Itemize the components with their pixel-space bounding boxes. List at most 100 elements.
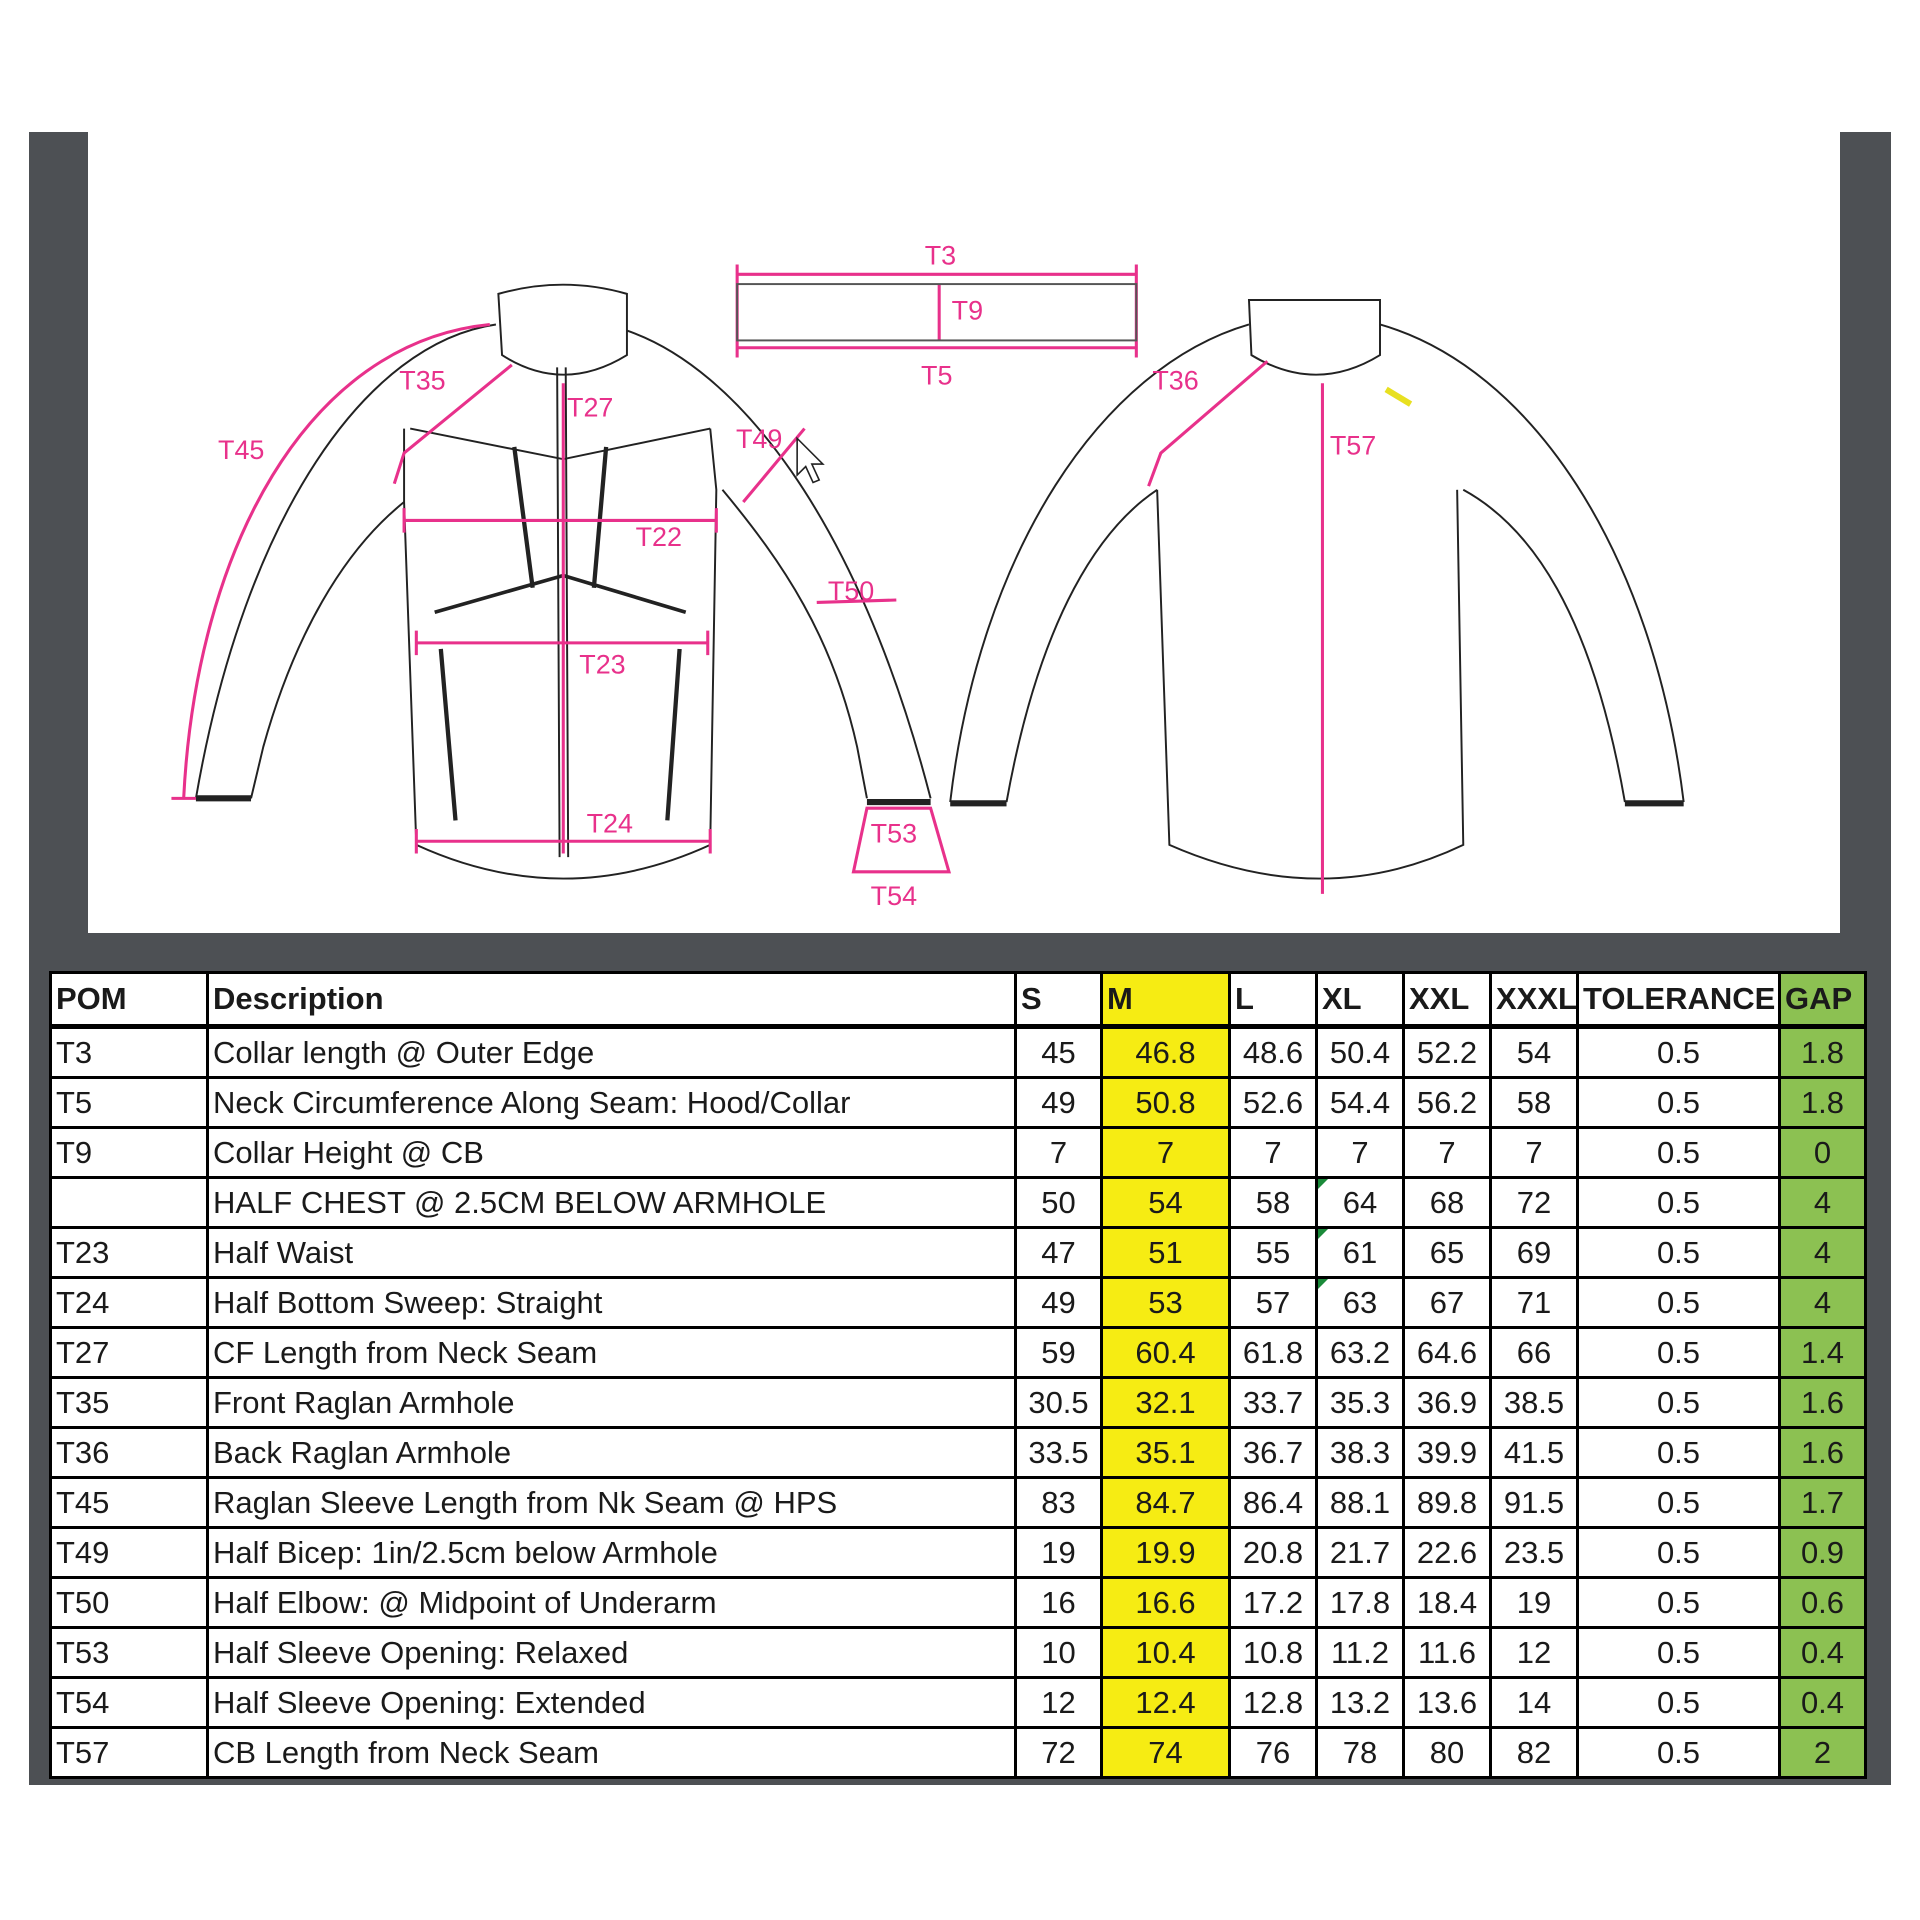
cell-xxl: 52.2 bbox=[1402, 1025, 1492, 1079]
cell-tolerance: 0.5 bbox=[1576, 1076, 1781, 1129]
cell-xxxl: 66 bbox=[1489, 1326, 1579, 1379]
cell-xxl: 22.6 bbox=[1402, 1526, 1492, 1579]
cell-pom: T49 bbox=[49, 1526, 209, 1579]
cell-m: 7 bbox=[1100, 1126, 1231, 1179]
cell-pom: T53 bbox=[49, 1626, 209, 1679]
cell-xxl: 18.4 bbox=[1402, 1576, 1492, 1629]
cell-xxxl: 54 bbox=[1489, 1025, 1579, 1079]
cell-tolerance: 0.5 bbox=[1576, 1426, 1781, 1479]
cell-tolerance: 0.5 bbox=[1576, 1176, 1781, 1229]
column-header-s: S bbox=[1014, 971, 1103, 1029]
cell-description: Front Raglan Armhole bbox=[206, 1376, 1017, 1429]
cell-xxl: 64.6 bbox=[1402, 1326, 1492, 1379]
cell-gap: 0.6 bbox=[1778, 1576, 1867, 1629]
cell-tolerance: 0.5 bbox=[1576, 1526, 1781, 1579]
cell-m: 16.6 bbox=[1100, 1576, 1231, 1629]
cell-s: 7 bbox=[1014, 1126, 1103, 1179]
mouse-cursor-icon bbox=[796, 436, 825, 484]
cell-xl: 61 bbox=[1315, 1226, 1405, 1279]
cell-s: 33.5 bbox=[1014, 1426, 1103, 1479]
cell-xl: 13.2 bbox=[1315, 1676, 1405, 1729]
cell-pom: T9 bbox=[49, 1126, 209, 1179]
cell-gap: 4 bbox=[1778, 1226, 1867, 1279]
cell-xxxl: 38.5 bbox=[1489, 1376, 1579, 1429]
column-header-xxl: XXL bbox=[1402, 971, 1492, 1029]
cell-description: Collar Height @ CB bbox=[206, 1126, 1017, 1179]
column-header-l: L bbox=[1228, 971, 1318, 1029]
cell-gap: 4 bbox=[1778, 1276, 1867, 1329]
cell-xxxl: 91.5 bbox=[1489, 1476, 1579, 1529]
cell-xl: 7 bbox=[1315, 1126, 1405, 1179]
cell-tolerance: 0.5 bbox=[1576, 1126, 1781, 1179]
tech-drawing-panel bbox=[88, 132, 1840, 933]
cell-pom: T3 bbox=[49, 1025, 209, 1079]
label-t35: T35 bbox=[399, 365, 445, 395]
cell-xxl: 67 bbox=[1402, 1276, 1492, 1329]
measurement-lines bbox=[171, 264, 1324, 894]
cell-pom: T45 bbox=[49, 1476, 209, 1529]
cell-m: 74 bbox=[1100, 1726, 1231, 1779]
column-header-m: M bbox=[1100, 971, 1231, 1029]
cell-description: Half Elbow: @ Midpoint of Underarm bbox=[206, 1576, 1017, 1629]
cell-gap: 2 bbox=[1778, 1726, 1867, 1779]
cell-pom: T24 bbox=[49, 1276, 209, 1329]
cell-xxxl: 71 bbox=[1489, 1276, 1579, 1329]
cell-pom: T36 bbox=[49, 1426, 209, 1479]
cell-xl: 17.8 bbox=[1315, 1576, 1405, 1629]
cell-tolerance: 0.5 bbox=[1576, 1226, 1781, 1279]
cell-description: Half Bicep: 1in/2.5cm below Armhole bbox=[206, 1526, 1017, 1579]
label-t24: T24 bbox=[587, 809, 633, 839]
cell-m: 84.7 bbox=[1100, 1476, 1231, 1529]
cell-description: CF Length from Neck Seam bbox=[206, 1326, 1017, 1379]
cell-xl: 38.3 bbox=[1315, 1426, 1405, 1479]
cell-l: 12.8 bbox=[1228, 1676, 1318, 1729]
cell-m: 12.4 bbox=[1100, 1676, 1231, 1729]
cell-description: Half Sleeve Opening: Extended bbox=[206, 1676, 1017, 1729]
cell-xxl: 68 bbox=[1402, 1176, 1492, 1229]
cell-l: 33.7 bbox=[1228, 1376, 1318, 1429]
cell-pom bbox=[49, 1176, 209, 1229]
cell-s: 59 bbox=[1014, 1326, 1103, 1379]
label-t49: T49 bbox=[736, 424, 782, 454]
cell-pom: T35 bbox=[49, 1376, 209, 1429]
cell-xxxl: 58 bbox=[1489, 1076, 1579, 1129]
cell-m: 10.4 bbox=[1100, 1626, 1231, 1679]
cell-xl: 50.4 bbox=[1315, 1025, 1405, 1079]
cell-m: 46.8 bbox=[1100, 1025, 1231, 1079]
cell-gap: 1.4 bbox=[1778, 1326, 1867, 1379]
cell-s: 50 bbox=[1014, 1176, 1103, 1229]
cell-pom: T23 bbox=[49, 1226, 209, 1279]
cell-l: 57 bbox=[1228, 1276, 1318, 1329]
column-header-xl: XL bbox=[1315, 971, 1405, 1029]
label-t27: T27 bbox=[567, 392, 613, 422]
cell-xxxl: 69 bbox=[1489, 1226, 1579, 1279]
cell-xxl: 36.9 bbox=[1402, 1376, 1492, 1429]
column-header-tolerance: TOLERANCE bbox=[1576, 971, 1781, 1029]
cell-xl: 63 bbox=[1315, 1276, 1405, 1329]
cell-s: 12 bbox=[1014, 1676, 1103, 1729]
cell-xxxl: 72 bbox=[1489, 1176, 1579, 1229]
cell-description: Half Bottom Sweep: Straight bbox=[206, 1276, 1017, 1329]
cell-xxxl: 19 bbox=[1489, 1576, 1579, 1629]
cell-l: 55 bbox=[1228, 1226, 1318, 1279]
cell-xxxl: 12 bbox=[1489, 1626, 1579, 1679]
column-header-description: Description bbox=[206, 971, 1017, 1029]
cell-gap: 4 bbox=[1778, 1176, 1867, 1229]
cell-tolerance: 0.5 bbox=[1576, 1476, 1781, 1529]
cell-xl: 63.2 bbox=[1315, 1326, 1405, 1379]
label-t5: T5 bbox=[921, 360, 952, 390]
cell-l: 58 bbox=[1228, 1176, 1318, 1229]
label-t53: T53 bbox=[871, 818, 917, 848]
cell-pom: T57 bbox=[49, 1726, 209, 1779]
cell-m: 32.1 bbox=[1100, 1376, 1231, 1429]
cell-gap: 0.4 bbox=[1778, 1626, 1867, 1679]
cell-xl: 11.2 bbox=[1315, 1626, 1405, 1679]
